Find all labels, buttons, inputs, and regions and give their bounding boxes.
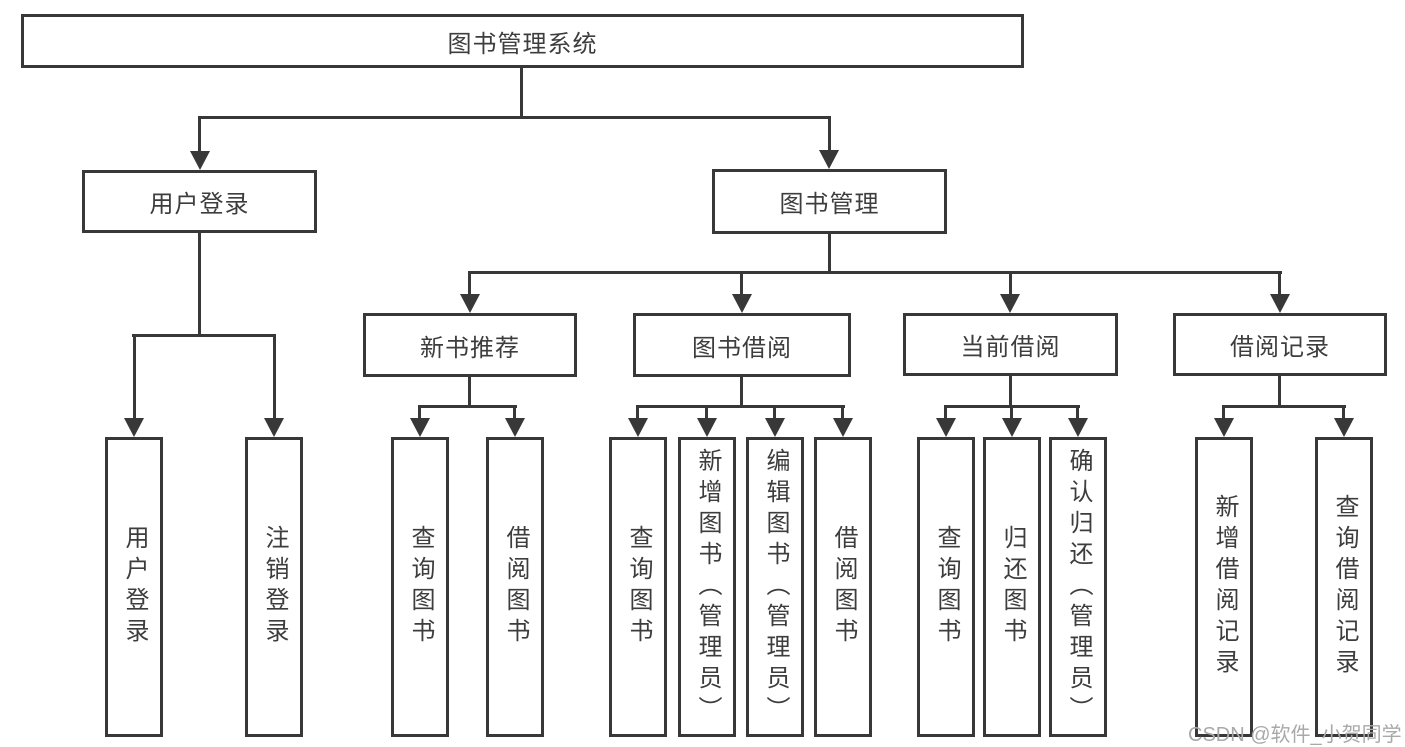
connector-line [418, 405, 517, 408]
node-label: 用户登录 [149, 191, 250, 218]
node-book-borrow: 图书借阅 [633, 313, 851, 377]
arrow-down-icon [1270, 294, 1290, 313]
arrow-down-icon [1002, 418, 1022, 437]
leaf-return-books: 归还图书 [983, 437, 1041, 737]
connector-line [513, 405, 516, 419]
leaf-label: 借阅图书 [830, 525, 857, 649]
connector-line [1278, 271, 1281, 294]
arrow-down-icon [505, 418, 525, 437]
leaf-confirm-return-admin: 确认归还（管理员） [1049, 437, 1107, 737]
leaf-label: 查询图书 [407, 525, 434, 649]
connector-line [1342, 405, 1345, 419]
node-library-system: 图书管理系统 [21, 14, 1024, 68]
connector-line [198, 233, 201, 336]
connector-line [740, 377, 743, 408]
connector-line [198, 116, 201, 152]
node-book-management: 图书管理 [712, 169, 947, 234]
connector-line [418, 405, 421, 419]
arrow-down-icon [460, 294, 480, 313]
leaf-query-books-borrow: 查询图书 [609, 437, 667, 737]
arrow-down-icon [124, 418, 144, 437]
arrow-down-icon [1214, 418, 1234, 437]
leaf-logout: 注销登录 [245, 437, 303, 737]
watermark: CSDN @软件_小贺同学 [1188, 724, 1402, 746]
connector-line [520, 68, 523, 117]
leaf-user-login: 用户登录 [105, 437, 163, 737]
arrow-down-icon [732, 294, 752, 313]
arrow-down-icon [264, 418, 284, 437]
connector-line [198, 116, 831, 119]
connector-line [468, 271, 1282, 274]
connector-line [1009, 376, 1012, 407]
arrow-down-icon [1334, 418, 1354, 437]
arrow-down-icon [410, 418, 430, 437]
connector-line [1222, 405, 1225, 419]
connector-line [132, 334, 276, 337]
arrow-down-icon [833, 418, 853, 437]
connector-line [468, 377, 471, 408]
connector-line [1009, 271, 1012, 294]
arrow-down-icon [1068, 418, 1088, 437]
connector-line [828, 234, 831, 274]
leaf-add-borrow-record: 新增借阅记录 [1195, 437, 1253, 737]
leaf-label: 借阅图书 [502, 525, 529, 649]
node-label: 新书推荐 [420, 334, 520, 362]
leaf-query-books-current: 查询图书 [917, 437, 975, 737]
leaf-label: 用户登录 [121, 525, 148, 649]
arrow-down-icon [765, 418, 785, 437]
connector-line [841, 405, 844, 419]
leaf-label: 归还图书 [999, 525, 1026, 649]
arrow-down-icon [1000, 294, 1020, 313]
leaf-query-books-newbook: 查询图书 [391, 437, 449, 737]
connector-line [1222, 405, 1346, 408]
connector-line [273, 334, 276, 418]
arrow-down-icon [936, 418, 956, 437]
connector-line [636, 405, 639, 419]
connector-line [133, 334, 136, 418]
connector-line [773, 405, 776, 419]
connector-line [705, 405, 708, 419]
arrow-down-icon [628, 418, 648, 437]
connector-line [944, 405, 947, 419]
connector-line [636, 405, 845, 408]
node-label: 图书管理 [779, 191, 880, 218]
node-label: 图书管理系统 [447, 30, 598, 58]
leaf-label: 新增图书（管理员） [694, 447, 721, 727]
leaf-label: 注销登录 [261, 525, 288, 649]
node-label: 当前借阅 [960, 334, 1061, 361]
connector-line [1076, 405, 1079, 419]
leaf-label: 确认归还（管理员） [1065, 447, 1092, 727]
node-label: 借阅记录 [1230, 334, 1330, 361]
node-current-borrow: 当前借阅 [903, 313, 1118, 376]
leaf-add-book-admin: 新增图书（管理员） [678, 437, 736, 737]
connector-line [828, 116, 831, 151]
leaf-label: 新增借阅记录 [1211, 494, 1238, 680]
leaf-label: 查询借阅记录 [1331, 494, 1358, 680]
node-new-book-recommend: 新书推荐 [363, 313, 577, 377]
leaf-borrow-books-newbook: 借阅图书 [486, 437, 544, 737]
node-borrow-records: 借阅记录 [1173, 313, 1387, 376]
leaf-label: 查询图书 [933, 525, 960, 649]
connector-line [740, 271, 743, 294]
arrow-down-icon [697, 418, 717, 437]
connector-line [1278, 375, 1281, 407]
arrow-down-icon [819, 150, 839, 169]
connector-line [1010, 405, 1013, 419]
leaf-label: 查询图书 [625, 525, 652, 649]
node-label: 图书借阅 [692, 334, 792, 362]
connector-line [468, 271, 471, 294]
leaf-label: 编辑图书（管理员） [762, 447, 789, 727]
leaf-query-borrow-record: 查询借阅记录 [1315, 437, 1373, 737]
leaf-edit-book-admin: 编辑图书（管理员） [746, 437, 804, 737]
leaf-borrow-books-borrow: 借阅图书 [814, 437, 872, 737]
node-user-login: 用户登录 [82, 170, 317, 233]
arrow-down-icon [190, 151, 210, 170]
